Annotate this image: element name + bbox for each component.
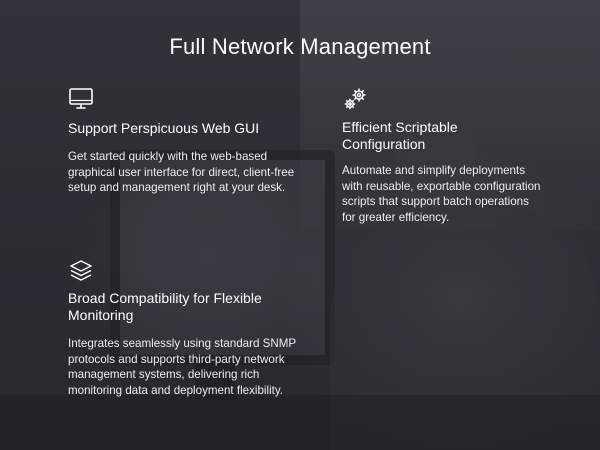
feature-heading: Support Perspicuous Web GUI: [68, 120, 260, 136]
gears-icon: [344, 88, 366, 110]
background-monitor: [110, 150, 335, 365]
background-desk: [0, 395, 600, 450]
monitor-icon: [69, 88, 93, 109]
feature-description: Get started quickly with the web-based g…: [68, 150, 295, 194]
feature-heading: Broad Compatibility for Flexible Monitor…: [68, 290, 262, 323]
window-light: [300, 0, 600, 230]
page-title: Full Network Management: [169, 34, 431, 59]
feature-heading: Efficient Scriptable Configuration: [342, 119, 458, 152]
background-monitor-stand: [195, 355, 235, 400]
feature-web-gui: Support Perspicuous Web GUI Get started …: [68, 86, 298, 196]
background-person-head: [395, 110, 475, 210]
layers-icon: [70, 260, 92, 281]
feature-description: Automate and simplify deployments with r…: [342, 164, 541, 224]
feature-scriptable-configuration: Efficient Scriptable Configuration Autom…: [342, 86, 542, 225]
feature-description: Integrates seamlessly using standard SNM…: [68, 337, 296, 397]
feature-broad-compatibility: Broad Compatibility for Flexible Monitor…: [68, 258, 298, 398]
